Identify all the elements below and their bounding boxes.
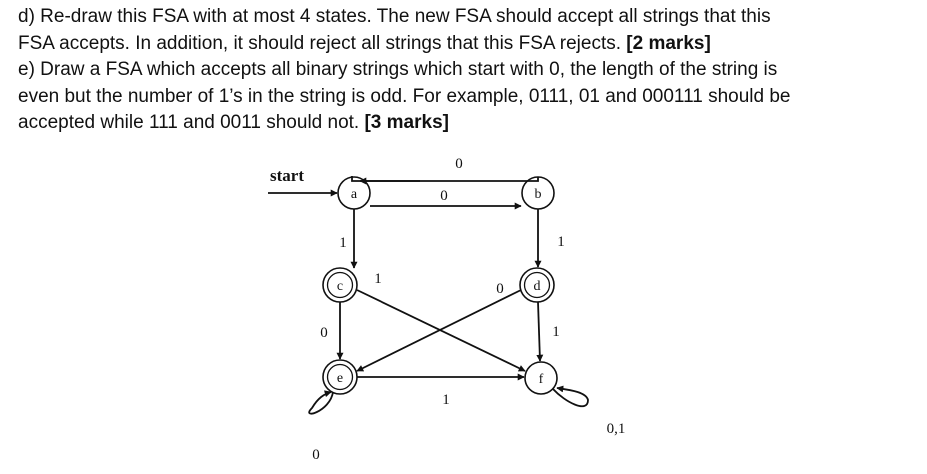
- state-d: d: [519, 267, 555, 303]
- edge-c-to-f-label: 1: [374, 271, 382, 287]
- edge-d-to-e-label: 0: [496, 281, 504, 297]
- edge-e-loop: [308, 390, 334, 415]
- edge-e-loop-label: 0: [312, 447, 320, 463]
- part-e-line-2: even but the number of 1’s in the string…: [18, 85, 791, 107]
- part-d-marks: [2 marks]: [626, 32, 711, 54]
- part-e-line-3: accepted while 111 and 0011 should not. …: [18, 110, 918, 137]
- part-e-line-1: e) Draw a FSA which accepts all binary s…: [18, 59, 778, 80]
- part-d-line-1: d) Re-draw this FSA with at most 4 state…: [18, 6, 771, 27]
- edge-c-to-e-label: 0: [320, 325, 328, 341]
- edge-b-to-a-label: 0: [455, 156, 463, 172]
- edge-b-to-a: [351, 176, 539, 182]
- part-e-marks: [3 marks]: [364, 112, 449, 133]
- state-e: e: [322, 359, 358, 395]
- state-f-label: f: [539, 372, 544, 387]
- state-c: c: [322, 267, 358, 303]
- edge-d-to-e: [356, 289, 522, 372]
- state-b-label: b: [535, 187, 542, 202]
- edge-f-loop: [552, 385, 589, 407]
- part-d-line-2-text: FSA accepts. In addition, it should reje…: [18, 32, 627, 54]
- part-e-line-3-text: accepted while 111 and 0011 should not.: [18, 112, 365, 133]
- edge-a-to-b-label: 0: [440, 188, 448, 204]
- edge-e-to-f-label: 1: [442, 392, 450, 408]
- part-d-line-2: FSA accepts. In addition, it should reje…: [18, 31, 918, 58]
- edge-a-to-c-label: 1: [339, 235, 347, 251]
- state-c-label: c: [337, 279, 343, 294]
- state-f: f: [524, 361, 558, 395]
- edge-d-to-f-label: 1: [552, 324, 560, 340]
- state-e-label: e: [337, 371, 343, 386]
- state-d-label: d: [534, 279, 541, 294]
- edge-b-to-d-label: 1: [557, 234, 565, 250]
- edge-f-loop-label: 0,1: [607, 421, 626, 437]
- state-a-label: a: [351, 187, 358, 202]
- edge-d-to-f: [536, 301, 544, 362]
- start-label: start: [270, 166, 304, 185]
- question-text: d) Re-draw this FSA with at most 4 state…: [18, 4, 918, 137]
